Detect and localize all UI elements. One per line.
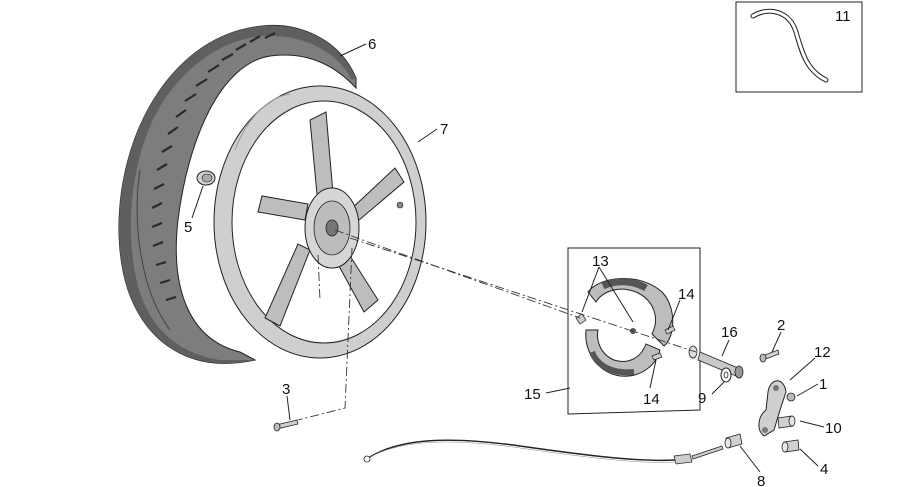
inset-box-11 — [735, 1, 863, 93]
callout-14-lower: 14 — [643, 391, 660, 408]
rim — [213, 85, 427, 359]
callout-13: 13 — [592, 253, 609, 270]
callout-4: 4 — [820, 461, 828, 478]
callout-1: 1 — [819, 376, 827, 393]
callout-7: 7 — [440, 121, 448, 138]
brake-shoe-box — [567, 247, 701, 415]
valve-part — [196, 170, 216, 186]
washer-part — [720, 367, 732, 383]
callout-2: 2 — [777, 317, 785, 334]
callout-11: 11 — [835, 8, 851, 25]
assembly-axis-lines — [297, 229, 697, 421]
callout-14-upper: 14 — [678, 286, 695, 303]
rim-spokes — [257, 111, 405, 327]
screw-part — [273, 419, 299, 432]
brake-lever — [758, 380, 787, 437]
callout-10: 10 — [825, 420, 842, 437]
bush-part-4 — [781, 439, 800, 453]
callout-labels: 1 2 3 4 5 6 7 8 9 10 11 12 13 14 14 15 1… — [184, 8, 851, 487]
callout-5: 5 — [184, 219, 192, 236]
callout-3: 3 — [282, 381, 290, 398]
bush-part-10 — [777, 415, 796, 429]
brake-cable — [363, 439, 724, 465]
tyre — [118, 24, 357, 364]
callout-12: 12 — [814, 344, 831, 361]
brake-shoes — [575, 278, 676, 377]
tyre-tread-marks — [151, 32, 276, 302]
callout-9: 9 — [698, 390, 706, 407]
callout-16: 16 — [721, 324, 738, 341]
callout-6: 6 — [368, 36, 376, 53]
leader-lines — [191, 43, 825, 473]
bolt-part-2 — [759, 349, 780, 363]
bush-part-8 — [724, 433, 743, 449]
callout-8: 8 — [757, 473, 765, 487]
nut-part-1 — [786, 392, 796, 402]
callout-15: 15 — [524, 386, 541, 403]
